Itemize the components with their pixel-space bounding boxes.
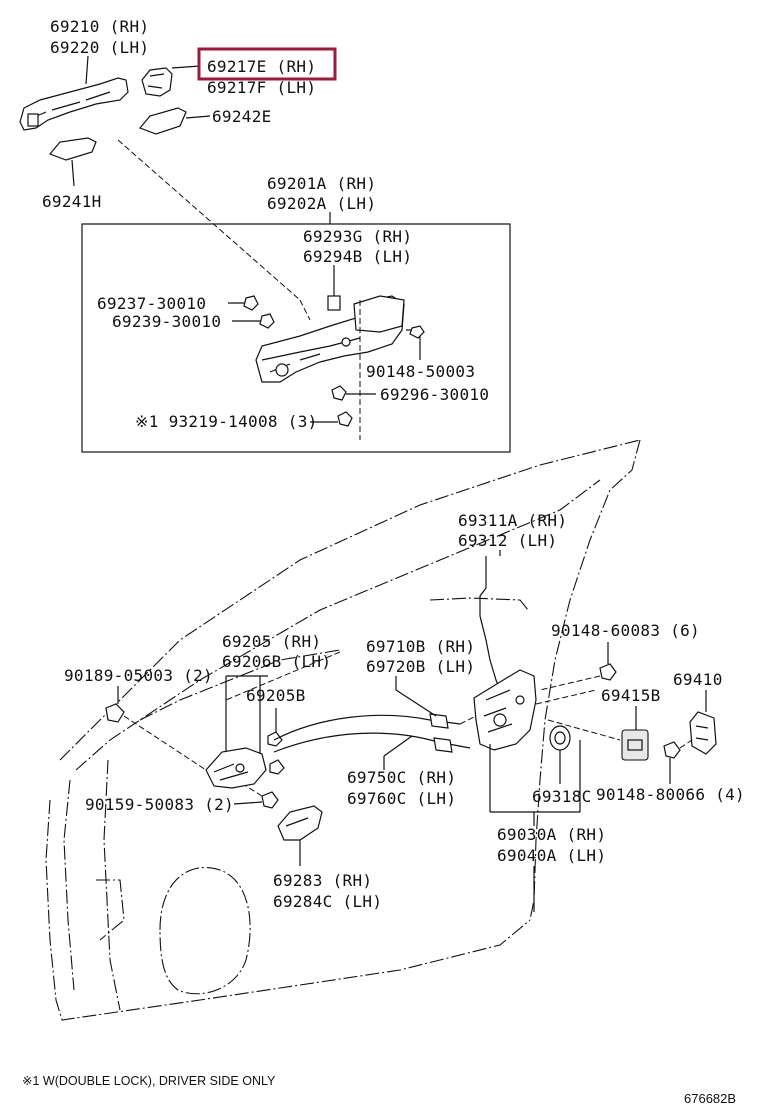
- frame-lock-body: [353, 295, 405, 333]
- label-69293g: 69293G (RH): [303, 227, 412, 246]
- label-69237: 69237-30010: [97, 294, 206, 313]
- clip-69237[interactable]: [243, 295, 259, 311]
- label-69217e[interactable]: 69217E (RH): [207, 57, 316, 76]
- frame-callout-box: [81, 223, 511, 453]
- release-cable[interactable]: [273, 732, 471, 753]
- inside-handle-bezel[interactable]: [277, 805, 323, 841]
- label-69312: 69312 (LH): [458, 531, 557, 550]
- door-striker[interactable]: [689, 711, 717, 755]
- highlight-box: [197, 47, 337, 81]
- label-69284c: 69284C (LH): [273, 892, 382, 911]
- outside-handle-group: [19, 55, 301, 301]
- lock-pin-2: [515, 695, 525, 705]
- clip-69239[interactable]: [259, 313, 275, 329]
- label-69750c: 69750C (RH): [347, 768, 456, 787]
- label-69206b: 69206B (LH): [222, 652, 331, 671]
- frame-hole: [275, 363, 289, 377]
- label-69710b: 69710B (RH): [366, 637, 475, 656]
- handle-pad-rear[interactable]: [138, 107, 187, 135]
- handle-cover[interactable]: [141, 67, 173, 97]
- lower-parts-group: 69311A (RH) 69312 (LH) 69030A (RH) 69040…: [64, 511, 745, 912]
- label-90159: 90159-50083 (2): [85, 795, 234, 814]
- label-69205-rh: 69205 (RH): [222, 632, 321, 651]
- label-69205b: 69205B: [246, 686, 306, 705]
- door-outline: [45, 439, 641, 1021]
- door-lock-assembly[interactable]: [473, 669, 537, 751]
- label-69217f: 69217F (LH): [207, 78, 316, 97]
- grommet-69318c[interactable]: [549, 725, 571, 751]
- lock-cable[interactable]: [273, 714, 461, 741]
- label-69202a: 69202A (LH): [267, 194, 376, 213]
- label-69242e: 69242E: [212, 107, 272, 126]
- screw-93219[interactable]: [337, 411, 353, 427]
- label-69760c: 69760C (LH): [347, 789, 456, 808]
- screw-90148-80066[interactable]: [663, 741, 681, 759]
- clip-90189[interactable]: [105, 703, 125, 723]
- handle-pivot: [235, 763, 245, 773]
- lock-pin: [493, 713, 507, 727]
- frame-clip: [327, 295, 341, 311]
- bushing-69205b-2: [269, 759, 285, 775]
- label-69720b: 69720B (LH): [366, 657, 475, 676]
- label-69241h: 69241H: [42, 192, 102, 211]
- footnote: ※1 W(DOUBLE LOCK), DRIVER SIDE ONLY: [22, 1074, 276, 1088]
- label-69239: 69239-30010: [112, 312, 221, 331]
- label-69318c: 69318C: [532, 787, 592, 806]
- label-90148-60083: 90148-60083 (6): [551, 621, 700, 640]
- label-69210: 69210 (RH): [50, 17, 149, 36]
- lock-rod[interactable]: [479, 556, 501, 691]
- screw-90148-50003[interactable]: [409, 325, 425, 339]
- screw-69296[interactable]: [331, 385, 347, 401]
- label-69201a: 69201A (RH): [267, 174, 376, 193]
- screw-90148-60083[interactable]: [599, 663, 617, 681]
- label-69040a: 69040A (LH): [497, 846, 606, 865]
- striker-shim[interactable]: [621, 729, 649, 761]
- label-69415b: 69415B: [601, 686, 661, 705]
- label-69296: 69296-30010: [380, 385, 489, 404]
- label-90148-80066: 90148-80066 (4): [596, 785, 745, 804]
- label-69311a: 69311A (RH): [458, 511, 567, 530]
- speaker-opening: [159, 866, 251, 995]
- label-93219: ※1 93219-14008 (3): [135, 412, 318, 431]
- screw-90159[interactable]: [261, 791, 279, 809]
- label-69410: 69410: [673, 670, 723, 689]
- frame-hole-2: [341, 337, 351, 347]
- label-69220: 69220 (LH): [50, 38, 149, 57]
- reference-code: 676682B: [684, 1091, 736, 1106]
- label-69283: 69283 (RH): [273, 871, 372, 890]
- frame-group: 69201A (RH) 69202A (LH) 69293G (RH) 6929…: [81, 174, 511, 453]
- label-69030a: 69030A (RH): [497, 825, 606, 844]
- label-69294b: 69294B (LH): [303, 247, 412, 266]
- label-90189: 90189-05003 (2): [64, 666, 213, 685]
- handle-end-cap: [27, 113, 39, 127]
- handle-pad-front[interactable]: [48, 137, 97, 161]
- label-90148-50003: 90148-50003: [366, 362, 475, 381]
